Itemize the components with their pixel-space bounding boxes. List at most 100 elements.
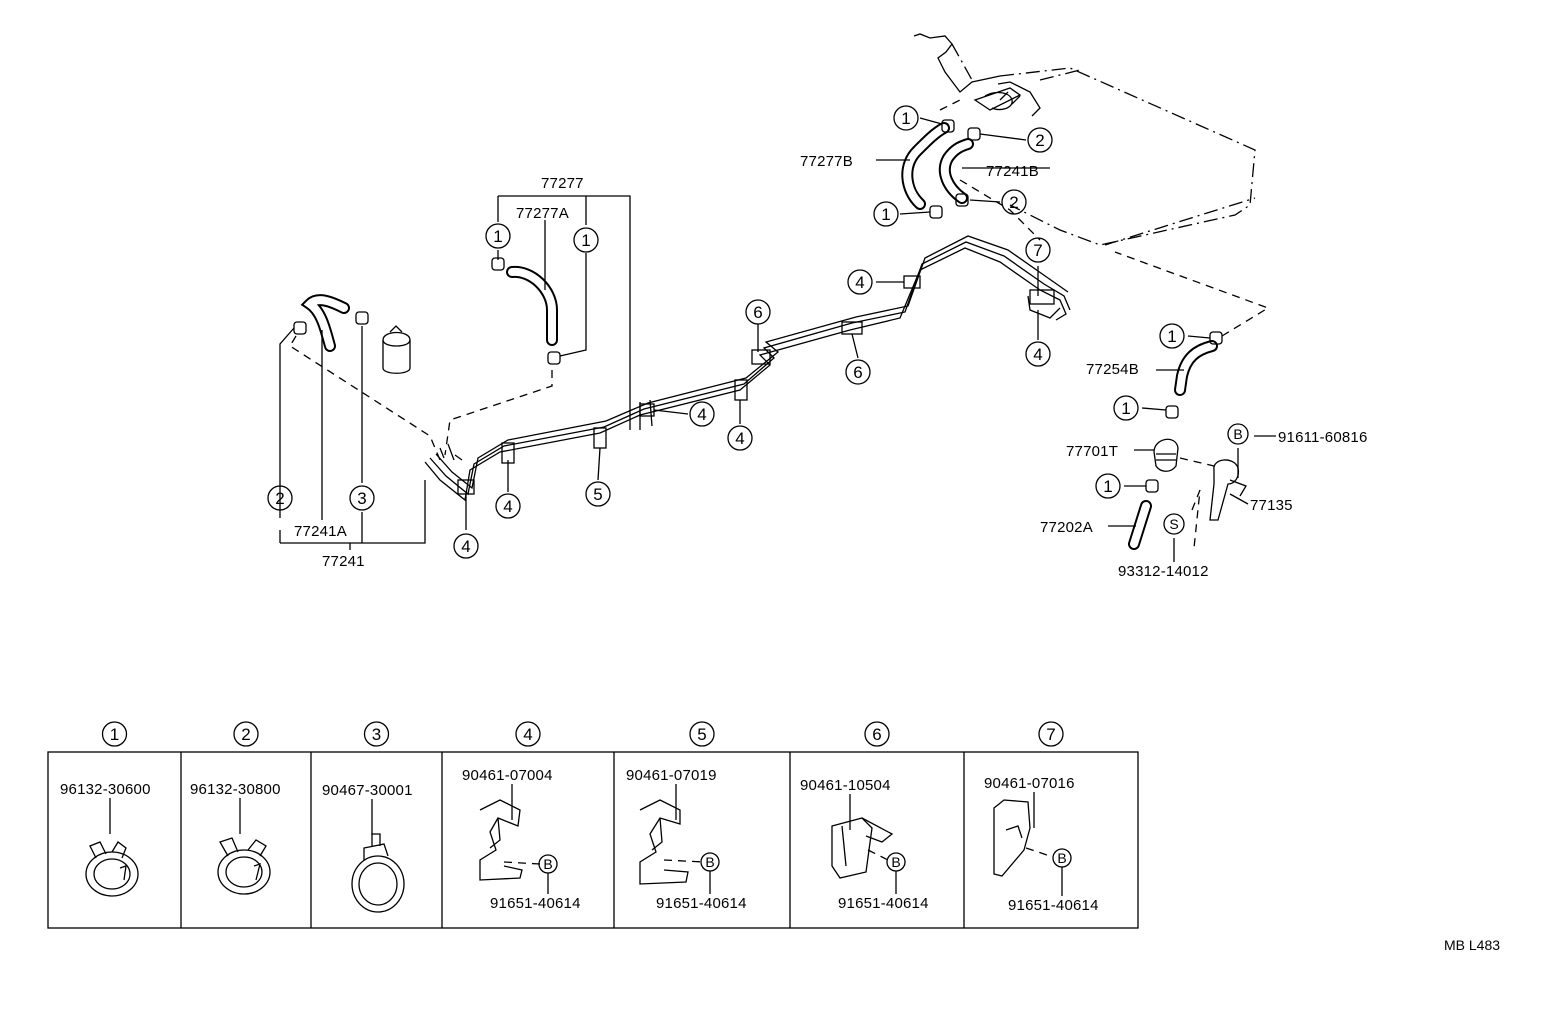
hose-77277a [506, 265, 558, 346]
callout-6: 6 [845, 359, 871, 385]
callout-number: 5 [593, 485, 602, 504]
callout-number: S [1169, 516, 1178, 532]
callout-circle [495, 493, 521, 519]
clamp-77202a [1145, 479, 1159, 493]
hose-77241b [938, 138, 974, 204]
callout-4: 4 [847, 269, 873, 295]
callout-circle [1159, 323, 1185, 349]
legend-part-number: 90467-30001 [322, 782, 413, 799]
clip-90461-07019-drawing [639, 799, 705, 885]
callout-circle [893, 105, 919, 131]
legend-header-circle [689, 721, 715, 747]
legend-header-circle [101, 721, 128, 747]
bracket-77135 [1209, 459, 1247, 521]
clamp-lower-right [1165, 405, 1179, 419]
part-label-77241: 77241 [322, 553, 365, 570]
callout-circle [1027, 127, 1053, 153]
callout-4: 4 [689, 401, 715, 427]
callout-number: 3 [357, 489, 366, 508]
callout-number: 1 [881, 205, 890, 224]
callout-circle [845, 359, 871, 385]
legend-header-number: 5 [697, 725, 706, 744]
legend-header-number: 3 [372, 725, 381, 744]
hose-77202a [1128, 500, 1152, 550]
callout-3: 3 [349, 485, 375, 511]
callout-circle [1113, 395, 1139, 421]
clip-90461-10504-drawing [831, 817, 894, 879]
hose-77254b [1174, 340, 1218, 396]
callout-7: 7 [1025, 237, 1051, 263]
clamp-96132-30600-drawing [85, 841, 139, 897]
callout-number: 1 [1103, 477, 1112, 496]
callout-number: 4 [735, 429, 744, 448]
legend-bolt-number: 91651-40614 [1008, 897, 1099, 914]
callout-number: 4 [855, 273, 864, 292]
clamp-96132-30800-drawing [217, 837, 271, 895]
callout-number: 6 [853, 363, 862, 382]
part-label-77135: 77135 [1250, 497, 1293, 514]
filler-cap-77701t [1153, 438, 1179, 472]
legend-header-circle [1038, 721, 1064, 747]
callout-circle [745, 299, 771, 325]
part-label-77277a: 77277A [516, 205, 569, 222]
part-label-77202a: 77202A [1040, 519, 1093, 536]
callout-number: B [1233, 426, 1242, 442]
legend-bolt-letter: B [705, 854, 714, 870]
callout-1: 1 [1113, 395, 1139, 421]
callout-circle [689, 401, 715, 427]
parts-legend-table: 196132-30600296132-30800390467-300014904… [47, 721, 1139, 929]
callout-number: 7 [1033, 241, 1042, 260]
legend-header-number: 2 [241, 725, 250, 744]
callout-circle [1001, 189, 1027, 215]
legend-part-number: 96132-30800 [190, 781, 281, 798]
legend-header-circle [363, 721, 390, 747]
callout-1: 1 [873, 201, 899, 227]
callout-circle [349, 485, 375, 511]
callout-2: 2 [1001, 189, 1027, 215]
legend-part-number: 90461-10504 [800, 777, 891, 794]
callout-number: 1 [493, 227, 502, 246]
clamp-90467-30001-drawing [351, 833, 405, 913]
legend-bolt-letter: B [543, 856, 552, 872]
canister-left [382, 325, 411, 374]
callout-1: 1 [1095, 473, 1121, 499]
clip-90461-07016-drawing [993, 799, 1051, 877]
part-label-77241a: 77241A [294, 523, 347, 540]
callout-number: 2 [275, 489, 284, 508]
callout-2: 2 [1027, 127, 1053, 153]
callout-number: 1 [1167, 327, 1176, 346]
callout-circle [1095, 473, 1121, 499]
callout-number: 1 [1121, 399, 1130, 418]
line-clips [457, 275, 1055, 495]
callout-B: B [1227, 423, 1249, 445]
main-fuel-lines [424, 235, 1071, 502]
callout-circle [573, 227, 599, 253]
part-label-77241b: 77241B [986, 163, 1039, 180]
legend-header-circle [864, 721, 890, 747]
legend-bolt-letter: B [1057, 850, 1066, 866]
part-label-77254b: 77254B [1086, 361, 1139, 378]
legend-bolt-number: 91651-40614 [838, 895, 929, 912]
legend-header-number: 7 [1046, 725, 1055, 744]
callout-6: 6 [745, 299, 771, 325]
legend-bolt-letter: B [891, 854, 900, 870]
legend-part-number: 90461-07004 [462, 767, 553, 784]
callout-5: 5 [585, 481, 611, 507]
callout-number: 2 [1035, 131, 1044, 150]
callout-S: S [1163, 513, 1185, 535]
legend-part-number: 90461-07016 [984, 775, 1075, 792]
callout-1: 1 [485, 223, 511, 249]
callout-circle [585, 481, 611, 507]
callout-circle [727, 425, 753, 451]
legend-header-circle [233, 721, 259, 747]
legend-header-circle [515, 721, 541, 747]
part-label-77277b: 77277B [800, 153, 853, 170]
leader-lines [279, 117, 1276, 562]
callout-1: 1 [893, 105, 919, 131]
callout-circle [453, 533, 479, 559]
part-labels: 77277 77277A 77277B 77241B 77241A 77241 … [294, 153, 1367, 580]
callout-2: 2 [267, 485, 293, 511]
callout-1: 1 [573, 227, 599, 253]
callout-number: 4 [461, 537, 470, 556]
